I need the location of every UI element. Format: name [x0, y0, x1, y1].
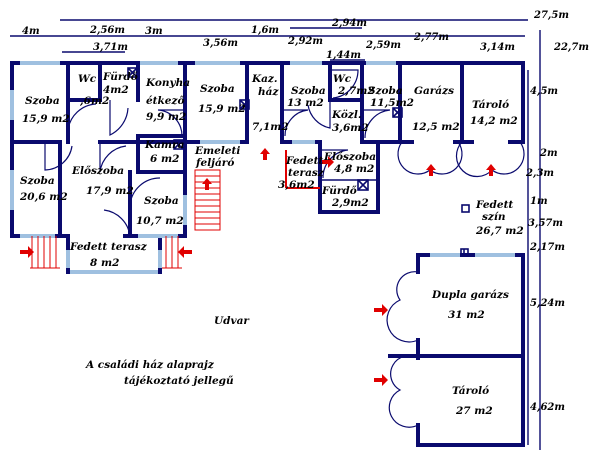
room-furdo2-area: 2,9m2: [331, 197, 369, 209]
dim-right-5: 3,57m: [528, 218, 563, 229]
room-dupla-garazs-area: 31 m2: [448, 309, 485, 321]
room-wc2-area: 2,7m2: [337, 85, 375, 97]
room-wc2-name: Wc: [333, 73, 352, 85]
room-emeleti-name: Emeleti: [194, 145, 240, 157]
room-furdo1-area: 4m2: [103, 84, 129, 96]
room-furdo2-name: Fürdő: [321, 184, 357, 197]
room-tarolo2-area: 27 m2: [455, 405, 493, 417]
dim-right-6: 2,17m: [529, 242, 565, 253]
windows: [10, 61, 515, 274]
room-fedett-szin-area: 26,7 m2: [475, 225, 524, 237]
room-furdo1-name: Fürdő: [102, 70, 138, 83]
room-wc1-name: Wc: [78, 73, 97, 85]
caption-line-2: tájékoztató jellegű: [124, 374, 234, 387]
room-fedett-szin-sub: szín: [482, 211, 506, 223]
arrow-icon: [486, 164, 496, 176]
dim-top-10: 3,14m: [480, 42, 515, 53]
room-szoba2-name: Szoba: [200, 83, 235, 95]
fixtures: [127, 67, 403, 191]
dim-right-total: 22,7m: [553, 42, 589, 53]
room-tarolo1-name: Tároló: [472, 99, 509, 111]
caption-line-1: A családi ház alaprajz: [85, 359, 215, 371]
dim-right-1: 4,5m: [530, 86, 558, 97]
room-fedett-terasz2-area: 8 m2: [90, 257, 119, 269]
room-kamra-name: Kamra: [144, 139, 185, 151]
room-kozl-area: 3,6m2: [332, 122, 369, 134]
dim-top-7: 2,94m: [331, 18, 367, 29]
room-tarolo1-area: 14,2 m2: [470, 115, 518, 127]
room-szoba1-name: Szoba: [25, 95, 60, 107]
arrow-icon: [322, 156, 334, 168]
dim-total-width: 27,5m: [533, 10, 569, 21]
dim-top-4: 3,56m: [203, 38, 238, 49]
dim-right-8: 4,62m: [530, 402, 565, 413]
room-tarolo2-name: Tároló: [452, 385, 489, 397]
dim-second-2: 1,44m: [326, 50, 361, 61]
dim-top-8: 2,59m: [365, 40, 401, 51]
room-konyha-area: 9,9 m2: [146, 111, 186, 123]
room-fedett-terasz1-area: 3,6m2: [278, 179, 315, 191]
room-szoba4-area: 11,5m2: [370, 97, 414, 109]
room-eloszoba2-name: Előszoba: [323, 150, 376, 163]
room-szoba6-area: 10,7 m2: [136, 215, 184, 227]
room-kazhaz-name: Kaz.: [251, 73, 278, 85]
room-eloszoba1-name: Előszoba: [71, 164, 124, 177]
room-fedett-terasz2-name: Fedett terasz: [69, 241, 148, 253]
dim-right-2: 2m: [539, 148, 558, 159]
room-konyha-sub: étkező: [146, 94, 184, 107]
dim-top-5: 1,6m: [251, 25, 279, 36]
dim-top-1: 4m: [22, 26, 40, 37]
room-kazhaz-area: 7,1m2: [252, 121, 289, 133]
dim-top-9: 2,77m: [413, 32, 449, 43]
arrow-icon: [20, 246, 34, 258]
top-dimension-lines: [10, 19, 541, 450]
dim-right-7: 5,24m: [530, 298, 565, 309]
dim-top-2: 2,56m: [89, 25, 125, 36]
room-szoba3-area: 13 m2: [287, 97, 324, 109]
room-szoba6-name: Szoba: [144, 195, 179, 207]
room-fedett-terasz1-name: Fedett: [285, 155, 323, 167]
room-garazs-name: Garázs: [414, 85, 454, 97]
dim-right-4: 1m: [530, 196, 548, 207]
dim-right-3: 2,3m: [525, 168, 554, 179]
room-kamra-area: 6 m2: [150, 153, 179, 165]
room-szoba5-name: Szoba: [20, 175, 55, 187]
room-garazs-area: 12,5 m2: [412, 121, 460, 133]
dim-second-1: 3,71m: [93, 42, 128, 53]
entrance-arrows: [20, 148, 496, 386]
room-eloszoba2-area: 4,8 m2: [334, 163, 374, 175]
room-szoba3-name: Szoba: [291, 85, 326, 97]
room-wc1-area: ,6m2: [79, 95, 109, 107]
room-fedett-szin-name: Fedett: [475, 199, 513, 211]
room-szoba1-area: 15,9 m2: [22, 113, 70, 125]
arrow-icon: [202, 178, 212, 190]
room-kazhaz-sub: ház: [258, 86, 279, 98]
room-szoba4-name: Szoba: [368, 85, 403, 97]
room-emeleti-sub: feljáró: [195, 157, 234, 169]
room-szoba2-area: 15,9 m2: [198, 103, 246, 115]
arrow-icon: [178, 246, 192, 258]
dim-top-3: 3m: [145, 26, 163, 37]
room-kozl-name: Közl.: [331, 109, 362, 121]
arrow-icon: [426, 164, 436, 176]
room-szoba5-area: 20,6 m2: [19, 191, 68, 203]
yard-label: Udvar: [214, 315, 250, 327]
room-fedett-terasz1-sub: terasz: [288, 167, 325, 179]
arrow-icon: [260, 148, 270, 160]
arrow-icon: [374, 304, 388, 316]
dim-top-6: 2,92m: [287, 36, 323, 47]
room-konyha-name: Konyha: [145, 77, 190, 89]
room-dupla-garazs-name: Dupla garázs: [431, 289, 509, 301]
arrow-icon: [374, 374, 388, 386]
doors: [44, 69, 525, 428]
room-eloszoba1-area: 17,9 m2: [86, 185, 134, 197]
